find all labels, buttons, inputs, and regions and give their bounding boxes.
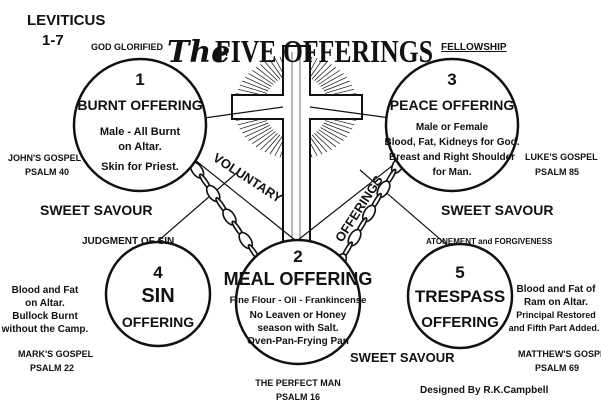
cross-ray: [309, 59, 323, 79]
cross-ray: [248, 73, 272, 87]
heading-peace: FELLOWSHIP: [441, 42, 507, 53]
cross-ray: [251, 69, 274, 85]
cross-ray: [242, 80, 269, 92]
burnt-offering-circle: [72, 57, 208, 193]
cross-ray: [255, 131, 276, 148]
meal-offering-circle: [234, 238, 362, 366]
sin-line-1: Blood and Fat: [12, 285, 79, 296]
trespass-name-2: OFFERING: [421, 314, 499, 331]
cross-ray: [251, 129, 274, 145]
peace-line-1: Male or Female: [416, 122, 489, 133]
credit: Designed By R.K.Campbell: [420, 385, 549, 396]
sin-offering-circle: [104, 240, 212, 348]
sin-name-2: OFFERING: [122, 314, 194, 330]
trespass-line-3: Principal Restored: [516, 310, 596, 320]
peace-psalm: PSALM 85: [535, 167, 579, 177]
cross-ray: [314, 132, 332, 150]
cross-ray: [245, 125, 270, 138]
trespass-offering-circle: [406, 242, 514, 350]
cross-ray: [248, 127, 272, 141]
right-chain: [332, 156, 406, 271]
meal-line-4: Oven-Pan-Frying Pan: [247, 336, 349, 347]
peace-number: 3: [447, 70, 456, 89]
cross-ray: [239, 84, 268, 94]
cross-ray: [239, 120, 268, 130]
sin-name: SIN: [141, 285, 174, 307]
meal-ref-1: THE PERFECT MAN: [255, 378, 341, 388]
meal-line-1: Fine Flour - Oil - Frankincense: [230, 295, 367, 306]
cross-ray: [245, 76, 270, 89]
trespass-psalm: PSALM 69: [535, 363, 579, 373]
cross-ray: [320, 127, 344, 141]
cross-ray: [260, 132, 278, 150]
sin-gospel: MARK'S GOSPEL: [18, 349, 94, 359]
trespass-number: 5: [455, 263, 464, 282]
burnt-savour: SWEET SAVOUR: [40, 202, 153, 218]
meal-line-2: No Leaven or Honey: [250, 310, 347, 321]
cross-icon: [231, 45, 363, 249]
cross-ray: [264, 134, 281, 153]
peace-line-2: Blood, Fat, Kidneys for God.: [385, 137, 520, 148]
burnt-line-3: Skin for Priest.: [101, 161, 179, 173]
sin-line-3: Bullock Burnt: [12, 311, 78, 322]
heading-trespass: ATONEMENT and FORGIVENESS: [426, 237, 553, 246]
cross-ray: [255, 66, 276, 83]
sin-number: 4: [153, 263, 163, 282]
cross-ray: [316, 66, 337, 83]
cross-ray: [318, 129, 341, 145]
sin-line-2: on Altar.: [25, 298, 65, 309]
cross-ray: [311, 61, 328, 80]
page-title: FIVE OFFERINGS: [215, 33, 433, 69]
meal-line-3: season with Salt.: [257, 323, 338, 334]
chain-label-voluntary: VOLUNTARY: [210, 150, 285, 206]
trespass-line-4: and Fifth Part Added.: [509, 323, 600, 333]
cross-ray: [322, 125, 347, 138]
cross-ray: [322, 76, 347, 89]
trespass-name: TRESPASS: [415, 287, 505, 306]
book-label: LEVITICUS: [27, 12, 105, 29]
sin-psalm: PSALM 22: [30, 363, 74, 373]
cross-ray: [309, 135, 323, 155]
burnt-gospel: JOHN'S GOSPEL: [8, 153, 82, 163]
cross-ray: [269, 135, 283, 155]
trespass-line-1: Blood and Fat of: [517, 284, 597, 295]
trespass-line-2: Ram on Altar.: [524, 297, 588, 308]
cross-ray: [318, 69, 341, 85]
cross-ray: [260, 64, 278, 82]
burnt-name: BURNT OFFERING: [77, 97, 202, 113]
heading-burnt: GOD GLORIFIED: [91, 42, 164, 52]
peace-gospel: LUKE'S GOSPEL: [525, 152, 598, 162]
meal-name: MEAL OFFERING: [224, 269, 373, 289]
peace-savour: SWEET SAVOUR: [441, 202, 554, 218]
burnt-psalm: PSALM 40: [25, 167, 69, 177]
cross-ray: [323, 122, 350, 134]
trespass-gospel: MATTHEW'S GOSPEL: [518, 349, 601, 359]
burnt-line-1: Male - All Burnt: [100, 126, 181, 138]
burnt-line-2: on Altar.: [118, 141, 162, 153]
cross-ray: [269, 59, 283, 79]
meal-number: 2: [293, 247, 302, 266]
peace-line-4: for Man.: [433, 167, 472, 178]
cross-ray: [323, 80, 350, 92]
cross-ray: [316, 131, 337, 148]
cross-ray: [314, 64, 332, 82]
title-script: The: [167, 35, 230, 70]
meal-savour: SWEET SAVOUR: [350, 350, 455, 365]
peace-name: PEACE OFFERING: [390, 97, 515, 113]
peace-line-3: Breast and Right Shoulder: [389, 152, 515, 163]
sin-line-4: without the Camp.: [1, 324, 89, 335]
cross-ray: [320, 73, 344, 87]
heading-sin: JUDGMENT OF SIN: [82, 236, 174, 247]
cross-ray: [324, 84, 353, 94]
chapters-label: 1-7: [42, 32, 64, 49]
peace-offering-circle: [384, 57, 520, 193]
cross-ray: [324, 120, 353, 130]
cross-ray: [264, 61, 281, 80]
meal-ref-2: PSALM 16: [276, 392, 320, 402]
burnt-number: 1: [135, 70, 144, 89]
cross-ray: [242, 122, 269, 134]
cross-ray: [311, 134, 328, 153]
